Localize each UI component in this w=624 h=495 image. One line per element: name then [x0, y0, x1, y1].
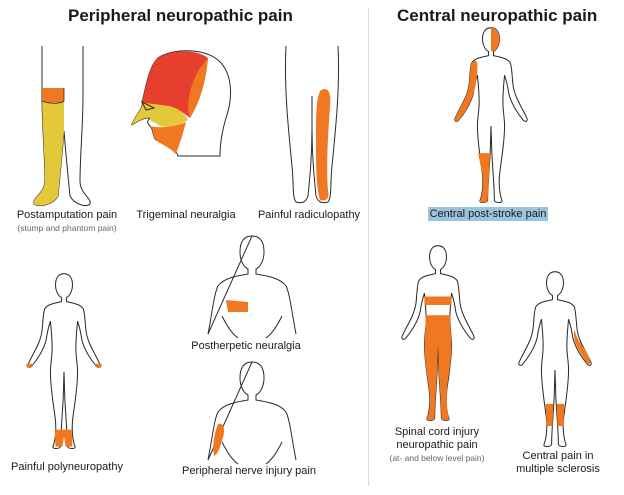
spinal-cord-label-1: Spinal cord injury — [394, 426, 480, 438]
ms-label-2: multiple sclerosis — [516, 463, 600, 475]
postamputation-figure — [33, 46, 91, 207]
central-title: Central neuropathic pain — [397, 6, 598, 25]
trigeminal-label: Trigeminal neuralgia — [136, 209, 236, 221]
postamputation-sublabel: (stump and phantom pain) — [17, 223, 117, 233]
postamputation-label: Postamputation pain — [16, 209, 118, 221]
post-stroke-label-text: Central post-stroke pain — [427, 207, 549, 221]
polyneuropathy-figure — [26, 273, 102, 450]
polyneuropathy-label: Painful polyneuropathy — [11, 461, 123, 473]
spinal-cord-label-2: neuropathic pain — [396, 439, 478, 451]
peripheral-title: Peripheral neuropathic pain — [68, 6, 293, 25]
post-stroke-figure — [454, 27, 528, 204]
section-divider — [368, 8, 369, 486]
radiculopathy-figure — [284, 45, 340, 204]
postherpetic-label: Postherpetic neuralgia — [191, 340, 301, 352]
trigeminal-figure — [131, 50, 231, 157]
nerve-injury-figure — [207, 361, 297, 465]
ms-label-1: Central pain in — [522, 450, 594, 462]
radiculopathy-label: Painful radiculopathy — [257, 209, 361, 221]
postherpetic-figure — [207, 235, 297, 339]
spinal-cord-sublabel: (at- and below level pain) — [389, 453, 485, 463]
nerve-injury-label: Peripheral nerve injury pain — [182, 465, 316, 477]
spinal-cord-figure — [401, 245, 475, 422]
post-stroke-label: Central post-stroke pain — [418, 207, 558, 221]
ms-figure — [518, 271, 592, 448]
